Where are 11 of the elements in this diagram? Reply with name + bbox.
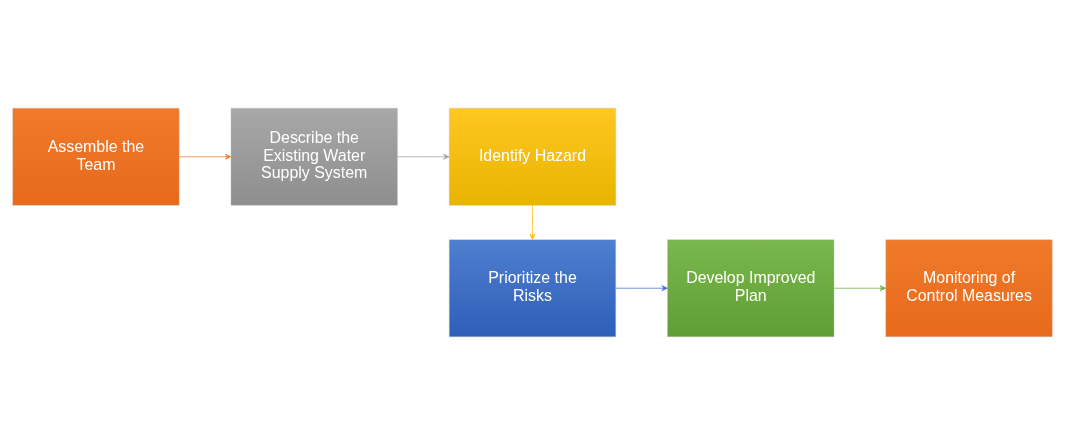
node-box: Assemble the Team — [12, 108, 180, 206]
arrow — [179, 153, 232, 160]
arrow — [397, 153, 450, 160]
node-box: Prioritize the Risks — [449, 239, 616, 337]
arrow — [615, 285, 668, 292]
arrow — [529, 205, 536, 240]
arrow — [833, 285, 887, 292]
node-box: Identify Hazard — [449, 108, 616, 206]
node-box: Describe the Existing Water Supply System — [230, 108, 398, 206]
node-box: Develop Improved Plan — [667, 239, 835, 337]
node-box: Monitoring of Control Measures — [885, 239, 1053, 337]
